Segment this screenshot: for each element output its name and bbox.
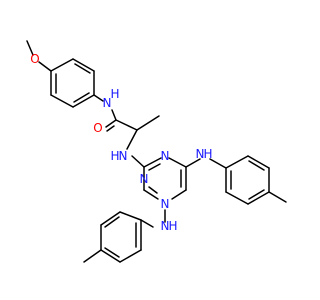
- bond-ring3-inner: [248, 189, 265, 200]
- bond-triazine-nh-right: [185, 158, 201, 168]
- bond-triazine: [168, 157, 187, 168]
- bond-alpha-nh: [126, 129, 138, 150]
- bond-ring4: [119, 249, 142, 263]
- link-hydrogen-label: H: [110, 149, 119, 163]
- right-amine-hydrogen-label: H: [203, 147, 212, 161]
- triazine-nitrogen-bottom-label: N: [161, 197, 170, 211]
- bond-carbonyl-alpha: [115, 119, 138, 131]
- bond-ring3-methyl: [268, 191, 287, 203]
- bond-triazine-inner: [148, 163, 161, 171]
- bond-n-carbonyl: [111, 109, 117, 121]
- bond-ring3-inner: [248, 160, 265, 171]
- bond-ring3: [225, 191, 249, 205]
- bond-ring3: [225, 155, 249, 169]
- bond-ring4-inner: [104, 216, 120, 228]
- amide-nitrogen-label: N: [103, 96, 112, 110]
- bond-triazine: [171, 189, 187, 200]
- bond-nh-triazine: [131, 155, 145, 168]
- bond-ring4: [119, 211, 142, 221]
- methoxy-oxygen-label: O: [30, 52, 39, 66]
- bond-ring3: [247, 191, 270, 205]
- bond-aryl-n: [93, 94, 104, 102]
- bottom-amine-nitrogen-label: N: [161, 219, 170, 233]
- triazine-nitrogen-top-label: N: [161, 149, 170, 163]
- bond-carbonyl-o-double: [106, 125, 115, 132]
- right-amine-nitrogen-label: N: [196, 147, 205, 161]
- bond-ring4-methyl: [83, 249, 102, 263]
- bond-ring1: [50, 94, 74, 108]
- bond-nh-bottom-aryl: [140, 219, 154, 228]
- molecule-structure: O N H O N H N N N N H N H: [26, 40, 287, 263]
- bond-nh-right-aryl: [209, 158, 227, 169]
- bond-alpha-methyl: [136, 115, 160, 131]
- bond-ring1-inner: [73, 92, 90, 103]
- bottom-amine-hydrogen-label: H: [168, 219, 177, 233]
- bond-layer: [26, 40, 287, 263]
- bond-carbonyl-o: [105, 119, 117, 128]
- bond-ring3: [247, 155, 270, 169]
- bond-triazine: [143, 157, 162, 168]
- bond-ring4: [100, 249, 121, 263]
- bond-ring4: [100, 211, 121, 226]
- amide-hydrogen-label: H: [110, 87, 119, 101]
- bond-ring4-inner: [104, 247, 120, 258]
- bond-methyl-o: [26, 40, 34, 56]
- atom-label-layer: O N H O N H N N N N H N H: [30, 52, 212, 233]
- bond-o-aryl: [38, 61, 52, 72]
- carbonyl-oxygen-label: O: [93, 121, 102, 135]
- bond-ring1-inner: [74, 63, 91, 74]
- bond-ring1: [50, 58, 74, 72]
- triazine-nitrogen-left-label: N: [140, 172, 149, 186]
- bond-triazine-inner: [148, 186, 158, 194]
- bond-ring1: [72, 58, 95, 72]
- bond-triazine: [143, 189, 159, 200]
- bond-ring1: [72, 94, 95, 108]
- link-nitrogen-label: N: [119, 149, 128, 163]
